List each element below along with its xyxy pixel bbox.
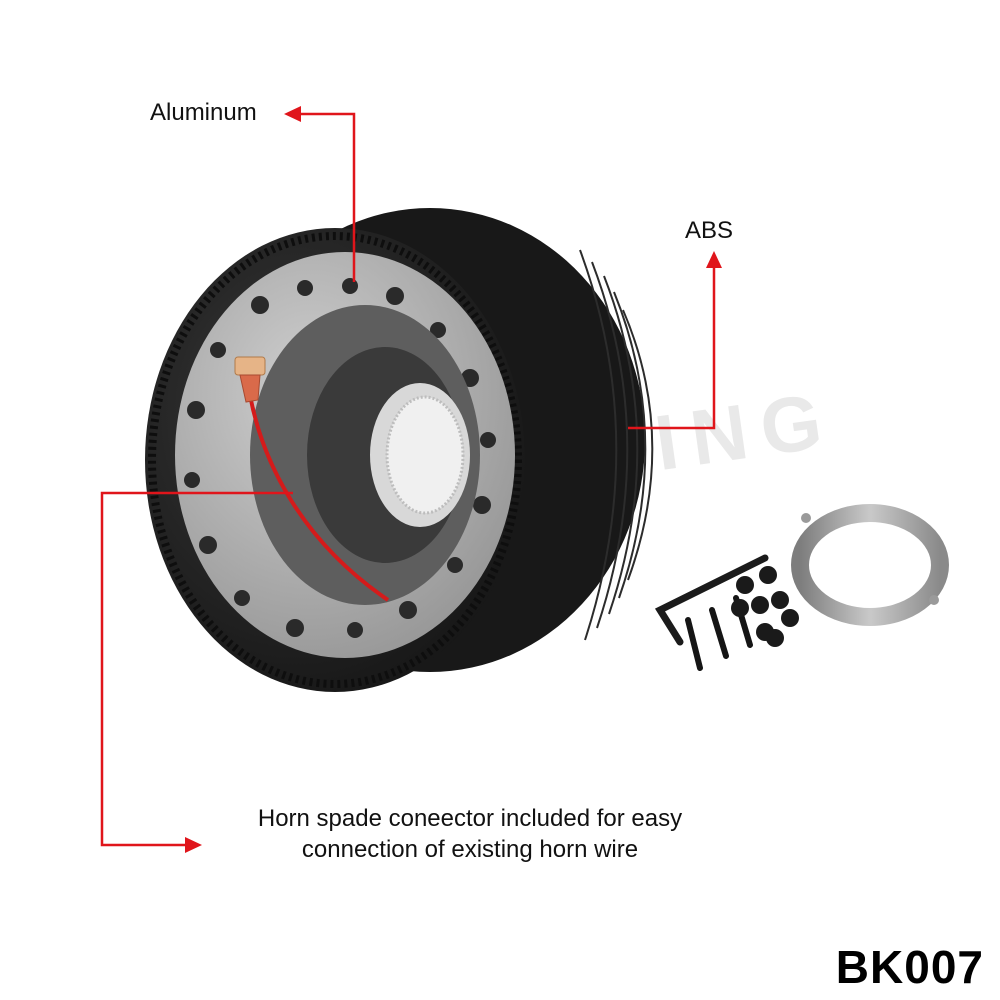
plate-holes bbox=[184, 278, 496, 638]
arrow-head-icon bbox=[284, 106, 301, 122]
steering-hub-adapter bbox=[145, 208, 654, 692]
arrow-head-icon bbox=[706, 251, 722, 268]
accessory-kit bbox=[654, 504, 949, 671]
horn-spade-connector bbox=[234, 356, 266, 403]
hub-ribs bbox=[579, 249, 654, 641]
callout-lines bbox=[100, 112, 716, 847]
pin-1 bbox=[685, 617, 703, 671]
abs-callout-line bbox=[628, 265, 716, 430]
hub-serrated-edge bbox=[148, 232, 522, 688]
caption-line-2: connection of existing horn wire bbox=[301, 836, 639, 863]
caption-line-1: Horn spade coneector included for easy bbox=[257, 805, 683, 832]
mounting-screws bbox=[731, 566, 799, 647]
model-code: BK007 bbox=[835, 941, 984, 993]
allen-key bbox=[654, 554, 769, 646]
aluminum-callout-line bbox=[298, 112, 356, 282]
aluminum-label: Aluminum bbox=[150, 99, 257, 126]
retaining-ring bbox=[791, 504, 949, 626]
pin-2 bbox=[709, 607, 729, 659]
arrow-head-icon bbox=[185, 837, 202, 853]
spline-teeth bbox=[385, 395, 465, 515]
abs-label: ABS bbox=[685, 217, 734, 244]
horn-wire bbox=[248, 394, 390, 602]
horn-connector-caption: Horn spade coneector included for easy c… bbox=[170, 803, 770, 865]
horn-callout-line bbox=[100, 491, 293, 847]
